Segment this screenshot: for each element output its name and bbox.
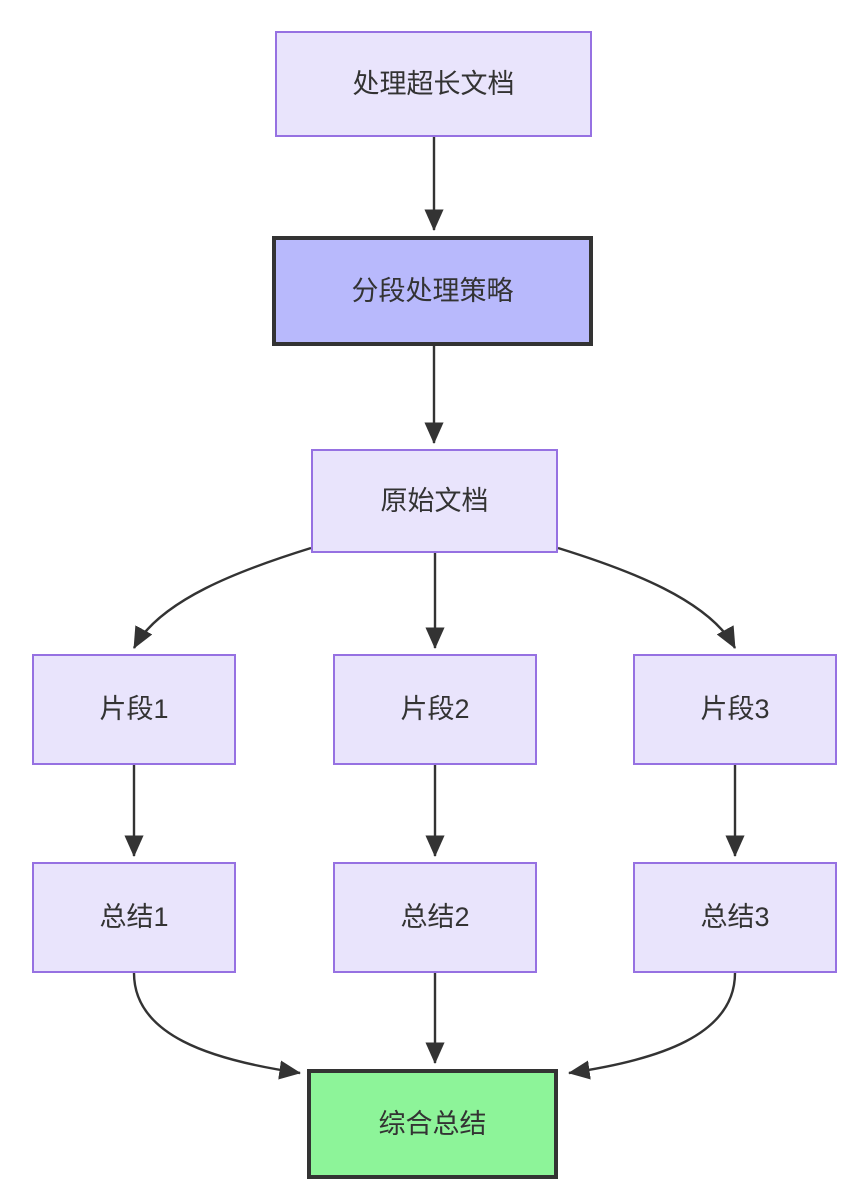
node-label: 原始文档 <box>380 485 489 516</box>
node-label: 片段2 <box>400 694 470 725</box>
node-chunking-strategy[interactable]: 分段处理策略 <box>272 236 593 346</box>
node-fragment-2[interactable]: 片段2 <box>333 654 537 765</box>
node-label: 片段3 <box>700 694 770 725</box>
node-fragment-1[interactable]: 片段1 <box>32 654 236 765</box>
node-label: 处理超长文档 <box>352 68 515 99</box>
edge-n7-to-n10 <box>132 972 301 1080</box>
node-original-document[interactable]: 原始文档 <box>311 449 558 553</box>
node-summary-3[interactable]: 总结3 <box>633 862 837 973</box>
node-final-summary[interactable]: 综合总结 <box>307 1069 558 1179</box>
node-summary-1[interactable]: 总结1 <box>32 862 236 973</box>
node-label: 总结3 <box>700 902 770 933</box>
node-label: 分段处理策略 <box>351 275 514 306</box>
node-label: 总结1 <box>99 902 169 933</box>
edge-n3-to-n6 <box>557 546 737 649</box>
node-label: 片段1 <box>99 694 169 725</box>
node-label: 总结2 <box>400 902 470 933</box>
edge-n9-to-n10 <box>568 972 737 1080</box>
node-process-long-document[interactable]: 处理超长文档 <box>275 31 592 137</box>
node-summary-2[interactable]: 总结2 <box>333 862 537 973</box>
node-fragment-3[interactable]: 片段3 <box>633 654 837 765</box>
edge-n3-to-n4 <box>132 546 312 649</box>
node-label: 综合总结 <box>378 1108 487 1139</box>
